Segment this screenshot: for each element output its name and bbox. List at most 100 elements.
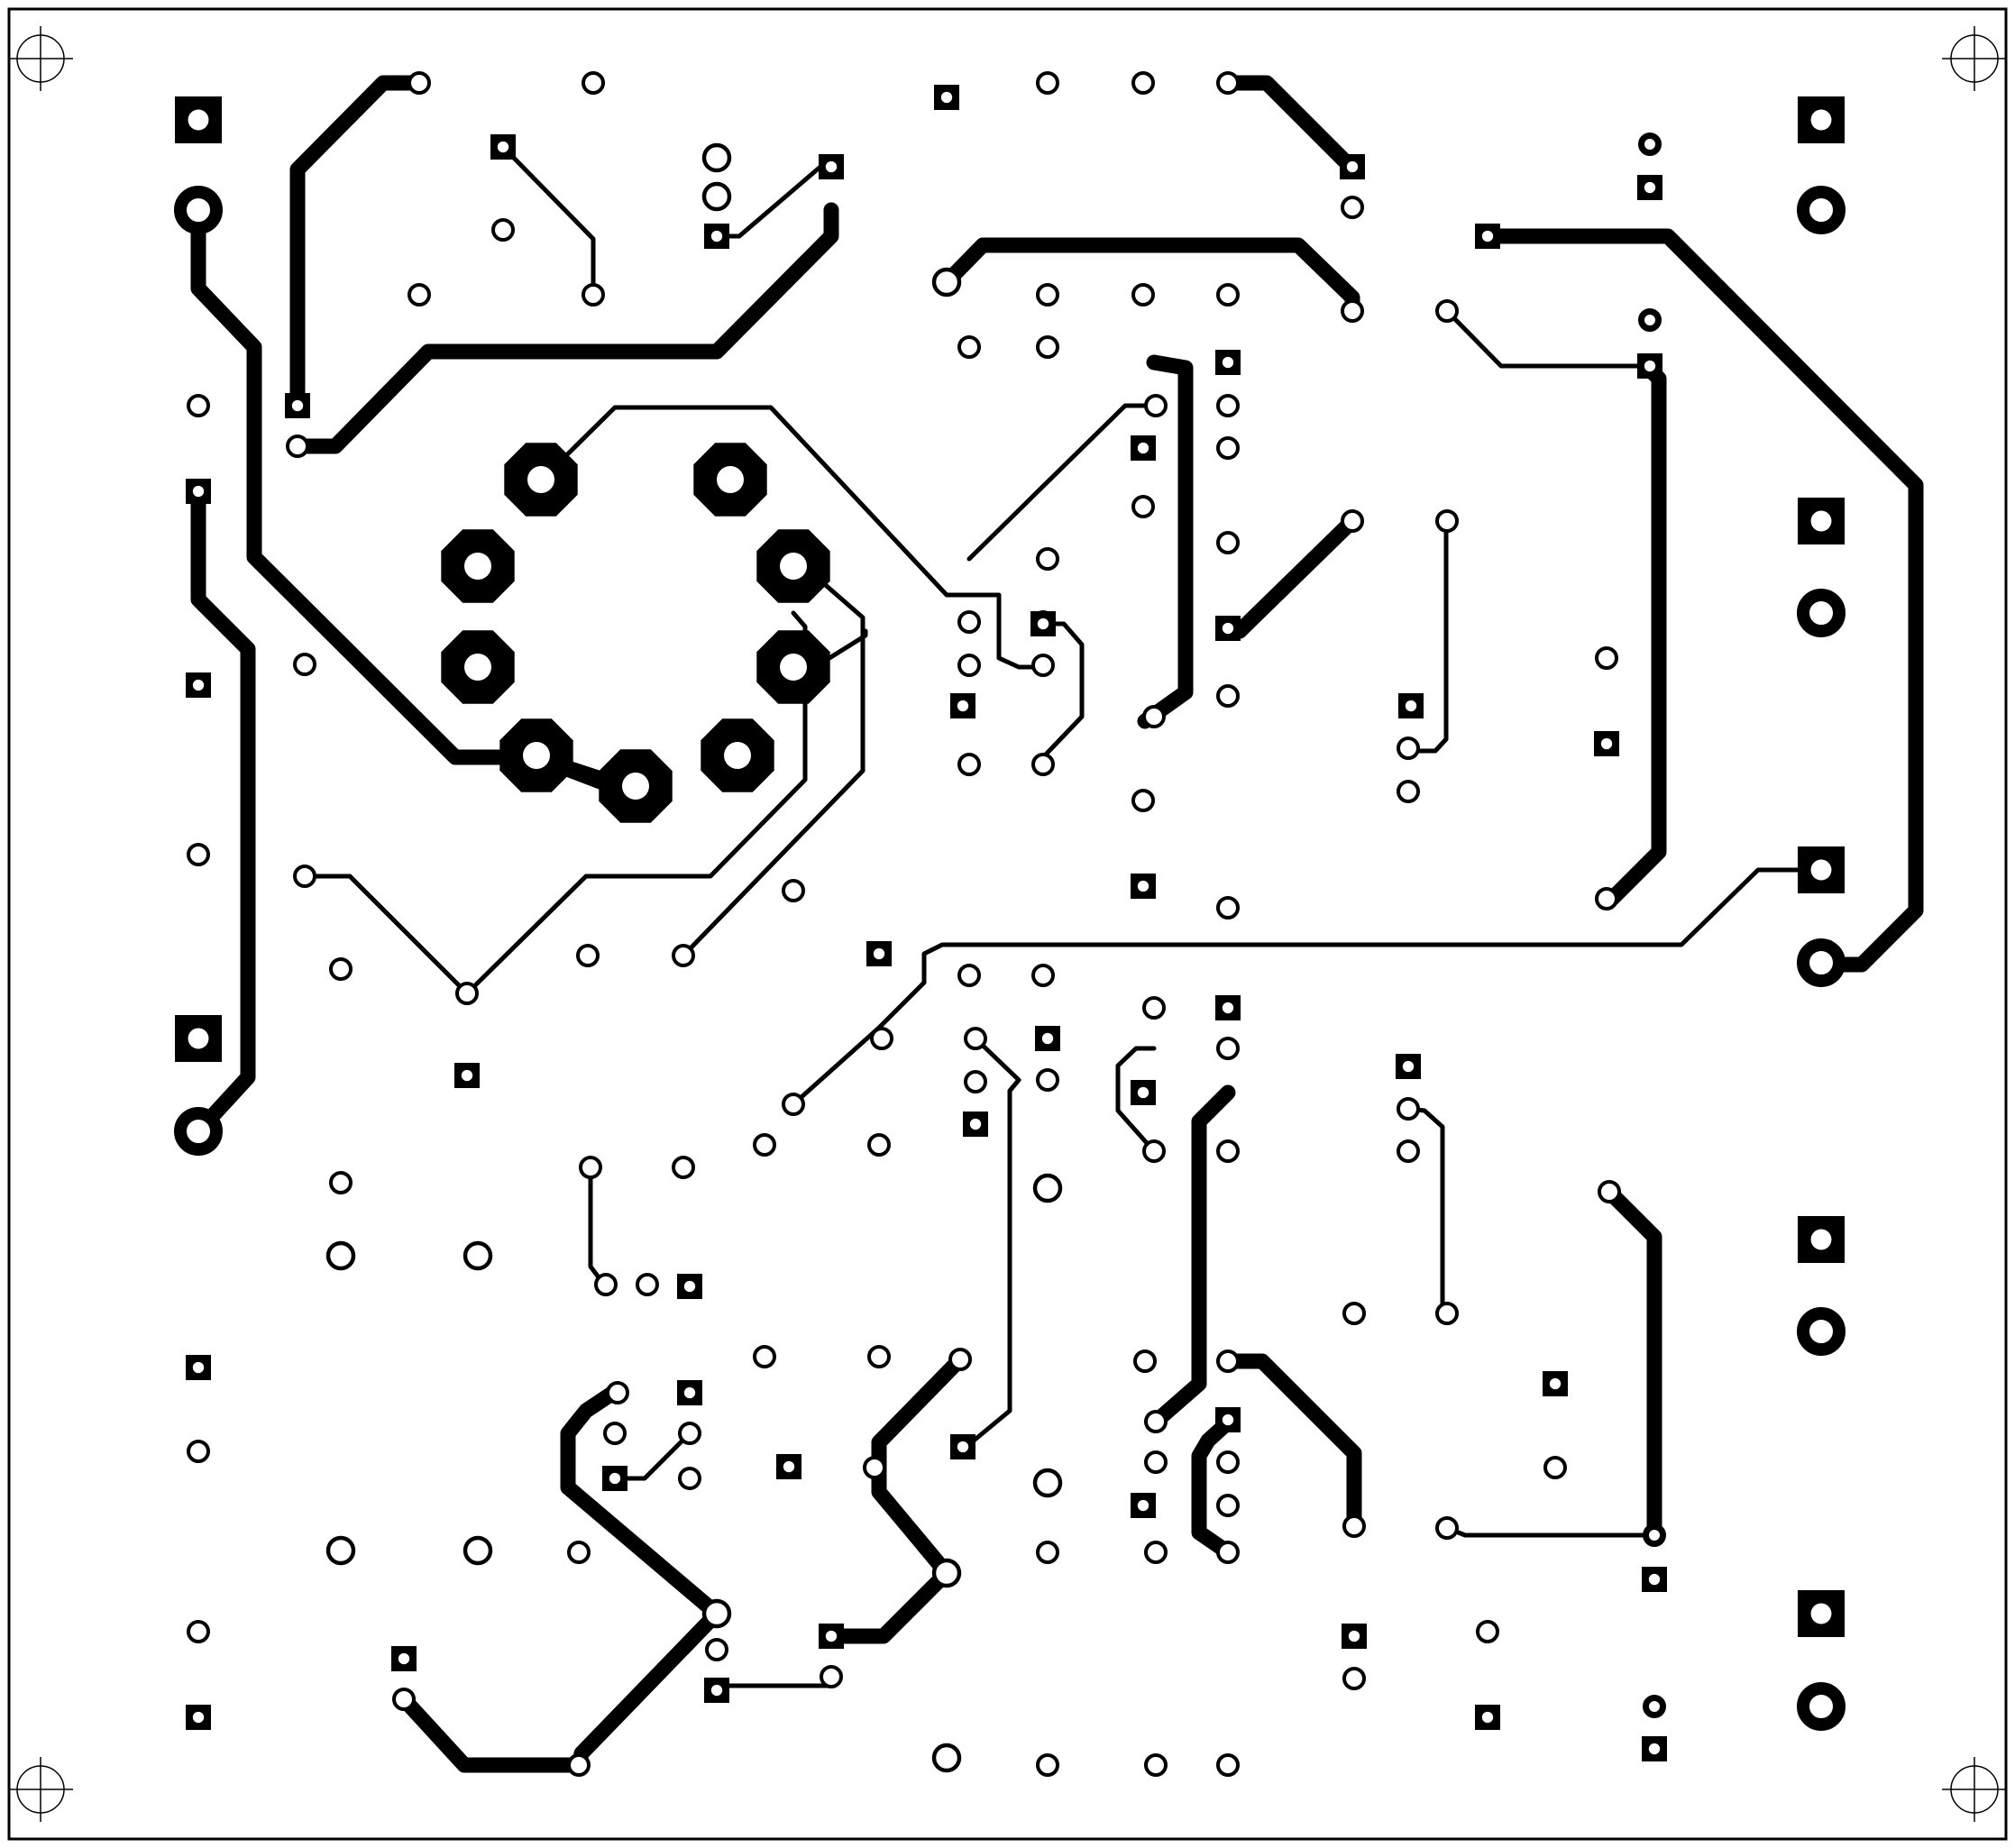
square-pad — [1637, 175, 1662, 200]
round-pad — [582, 283, 605, 306]
round-pad — [1031, 753, 1055, 776]
pad-ring — [1797, 1682, 1846, 1731]
pad-hole — [710, 230, 723, 242]
power-trace — [289, 202, 839, 454]
round-pad — [820, 1665, 843, 1688]
round-pad — [753, 1133, 776, 1157]
pad-ring — [1216, 436, 1240, 460]
square-pad — [1475, 224, 1500, 249]
registration-mark — [8, 26, 73, 91]
square-pad — [1543, 1371, 1568, 1396]
round-pad — [187, 1440, 210, 1463]
round-pad — [1341, 196, 1364, 219]
round-pad — [1142, 1139, 1166, 1163]
pad-hole — [527, 466, 554, 493]
signal-trace — [588, 1165, 607, 1287]
square-pad — [490, 134, 516, 160]
pad-ring — [1797, 1307, 1846, 1356]
pad-hole — [1137, 880, 1149, 892]
pad-ring — [463, 1535, 493, 1566]
round-pad — [701, 142, 732, 173]
pad-ring — [455, 982, 479, 1005]
pad-ring — [1144, 1410, 1168, 1433]
power-trace — [1148, 1084, 1236, 1430]
pad-hole — [192, 1711, 205, 1724]
signal-trace — [681, 554, 866, 958]
connector-ring — [1797, 186, 1846, 234]
pad-ring — [1131, 71, 1155, 95]
pad-hole — [497, 141, 509, 153]
round-pad — [964, 1070, 987, 1093]
round-pad — [1641, 135, 1659, 153]
square-pad — [1398, 693, 1424, 718]
board-outline — [7, 7, 2008, 1841]
pad-ring — [867, 1133, 891, 1157]
round-pad — [782, 879, 805, 902]
pad-ring — [1216, 1753, 1240, 1777]
pad-ring — [1031, 964, 1055, 987]
pad-ring — [1032, 1173, 1063, 1203]
pad-ring — [1216, 394, 1240, 417]
pad-ring — [1797, 938, 1846, 987]
round-pad — [957, 610, 981, 634]
pad-ring — [1144, 394, 1168, 417]
pad-hole — [291, 399, 304, 412]
round-pad — [1216, 394, 1240, 417]
pad-ring — [1397, 780, 1420, 803]
pad-hole — [724, 742, 751, 769]
pad-ring — [1598, 1180, 1621, 1203]
square-pad — [186, 1705, 211, 1730]
registration-marks — [8, 26, 2007, 1822]
round-pad — [594, 1273, 618, 1296]
round-pad — [672, 944, 695, 967]
round-pad — [325, 1535, 356, 1566]
square-pad — [1215, 1407, 1241, 1432]
power-trace — [1191, 1414, 1236, 1560]
round-pad — [293, 653, 316, 676]
pad-hole — [464, 553, 491, 580]
power-trace — [1601, 361, 1667, 910]
signal-trace — [714, 164, 837, 239]
pad-hole — [1405, 700, 1417, 712]
square-pad — [1594, 731, 1619, 756]
round-pad — [1144, 1541, 1168, 1564]
round-pad — [1144, 1450, 1168, 1474]
pad-ring — [491, 218, 515, 242]
round-pad — [293, 865, 316, 888]
power-trace — [1137, 354, 1194, 729]
socket-pad — [599, 749, 673, 823]
round-pad — [582, 71, 605, 95]
pad-ring — [672, 944, 695, 967]
round-pad — [1397, 736, 1420, 760]
round-pad — [1595, 887, 1618, 910]
pad-hole — [192, 1361, 205, 1374]
pad-hole — [1810, 510, 1832, 532]
socket-pad — [693, 443, 767, 517]
pad-ring — [1036, 1753, 1059, 1777]
pad-hole — [1346, 160, 1359, 173]
connector-ring — [174, 1107, 223, 1156]
square-pad — [175, 1015, 222, 1062]
round-pad — [1036, 335, 1059, 359]
connector-ring — [174, 186, 223, 234]
pad-hole — [1137, 1086, 1149, 1099]
pad-ring — [174, 1107, 223, 1156]
socket-pad — [701, 718, 774, 792]
round-pad — [948, 1348, 972, 1371]
socket-pad — [504, 443, 578, 517]
power-trace — [1220, 513, 1360, 639]
round-pad — [1216, 1494, 1240, 1517]
pad-hole — [1402, 1060, 1415, 1073]
round-pad — [1131, 283, 1155, 306]
round-pad — [867, 1345, 891, 1368]
round-pad — [408, 71, 431, 95]
pad-hole — [1648, 1573, 1661, 1586]
square-pad — [1215, 995, 1241, 1020]
pad-hole — [957, 700, 969, 712]
pad-ring — [1435, 1302, 1459, 1325]
square-pad — [175, 96, 222, 143]
pad-ring — [1797, 589, 1846, 637]
round-pad — [1032, 1468, 1063, 1498]
round-pad — [1036, 71, 1059, 95]
